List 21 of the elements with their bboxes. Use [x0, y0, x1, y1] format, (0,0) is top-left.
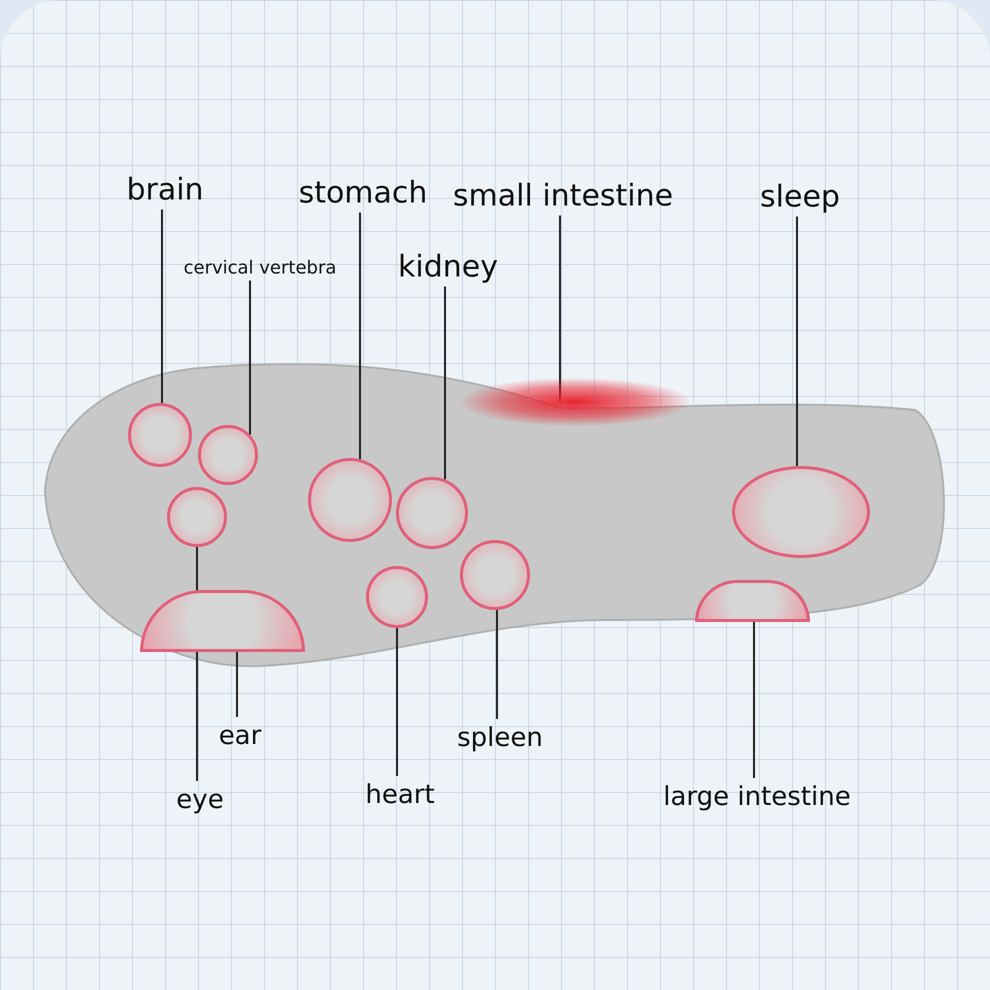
zone-label: heart — [365, 780, 435, 810]
zone-label: eye — [176, 785, 224, 815]
leader-line — [236, 652, 238, 717]
leader-line — [559, 216, 561, 402]
leader-line — [249, 280, 251, 435]
leader-line — [753, 622, 755, 778]
zone-label: kidney — [398, 250, 498, 284]
zone-label: brain — [126, 172, 204, 208]
leader-line — [496, 610, 498, 719]
leader-line — [796, 216, 798, 466]
leader-line — [161, 210, 163, 404]
leader-line — [359, 212, 361, 460]
leader-line — [396, 628, 398, 776]
zone-label: sleep — [760, 180, 840, 214]
zone-label: large intestine — [663, 782, 851, 812]
zone-label: cervical vertebra — [184, 258, 336, 278]
zone-label: ear — [218, 721, 262, 751]
zone-label: spleen — [457, 723, 543, 753]
zone-label: stomach — [298, 176, 428, 210]
leader-line — [444, 286, 446, 480]
zone-label: small intestine — [452, 178, 674, 214]
